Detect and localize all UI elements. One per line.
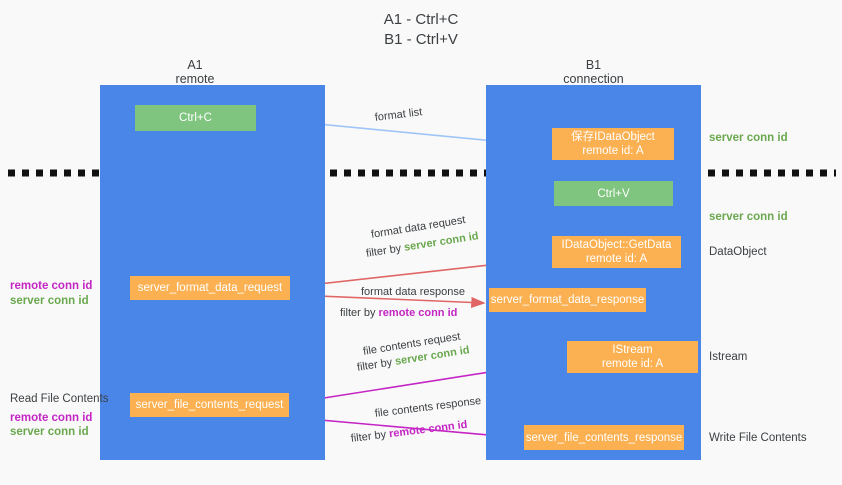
node-idataobject-getdata[interactable]: IDataObject::GetData remote id: A <box>552 236 681 268</box>
node-save-dataobject-line1: 保存IDataObject <box>571 131 655 143</box>
node-server-file-contents-request[interactable]: server_file_contents_request <box>130 393 289 417</box>
annotation-server-conn-id-mid: server conn id <box>709 211 788 223</box>
lane-a1-name: A1 <box>187 58 203 72</box>
node-save-dataobject[interactable]: 保存IDataObject remote id: A <box>552 128 674 160</box>
node-ctrl-c[interactable]: Ctrl+C <box>135 105 256 131</box>
edge-label-format-data-response: format data response <box>361 286 465 298</box>
node-server-format-data-request[interactable]: server_format_data_request <box>130 276 290 300</box>
lane-a1-role: remote <box>175 72 215 86</box>
annotation-remote-conn-id-1: remote conn id <box>10 280 93 292</box>
lane-b1-name: B1 <box>585 58 602 72</box>
node-server-file-contents-response[interactable]: server_file_contents_response <box>524 425 684 450</box>
annotation-server-conn-id-2: server conn id <box>10 426 89 438</box>
title-line-1: A1 - Ctrl+C <box>383 11 459 28</box>
annotation-remote-conn-id-2: remote conn id <box>10 412 93 424</box>
lane-header-a1: A1 remote <box>100 58 290 86</box>
annotation-read-file-contents: Read File Contents <box>10 393 109 405</box>
edge-label-format-data-response-filter: filter by remote conn id <box>340 306 457 320</box>
lane-header-b1: B1 connection <box>486 58 701 86</box>
node-server-format-data-request-label: server_format_data_request <box>137 282 283 294</box>
node-getdata-line2: remote id: A <box>585 253 648 265</box>
filter-prefix: filter by <box>340 307 379 319</box>
filter-key-remote-conn-id: remote conn id <box>378 307 458 319</box>
annotation-server-conn-id-top: server conn id <box>709 132 788 144</box>
annotation-istream: Istream <box>709 351 748 363</box>
annotation-write-file-contents: Write File Contents <box>709 432 807 444</box>
node-istream[interactable]: IStream remote id: A <box>567 341 698 373</box>
node-istream-line2: remote id: A <box>601 358 664 370</box>
annotation-server-conn-id-1: server conn id <box>10 295 89 307</box>
node-ctrl-v-label: Ctrl+V <box>597 187 630 200</box>
node-ctrl-c-label: Ctrl+C <box>179 112 212 124</box>
node-getdata-line1: IDataObject::GetData <box>561 239 672 251</box>
title-line-2: B1 - Ctrl+V <box>384 31 458 48</box>
node-server-format-data-response[interactable]: server_format_data_response <box>489 288 646 312</box>
node-save-dataobject-line2: remote id: A <box>582 145 644 157</box>
node-server-file-contents-request-label: server_file_contents_request <box>135 399 284 411</box>
node-server-file-contents-response-label: server_file_contents_response <box>525 431 683 444</box>
node-server-format-data-response-label: server_format_data_response <box>490 294 645 306</box>
node-ctrl-v[interactable]: Ctrl+V <box>554 181 673 206</box>
diagram-title: A1 - Ctrl+C B1 - Ctrl+V <box>0 10 842 50</box>
annotation-dataobject: DataObject <box>709 246 767 258</box>
lane-b1-role: connection <box>563 72 624 86</box>
node-istream-line1: IStream <box>612 344 653 356</box>
